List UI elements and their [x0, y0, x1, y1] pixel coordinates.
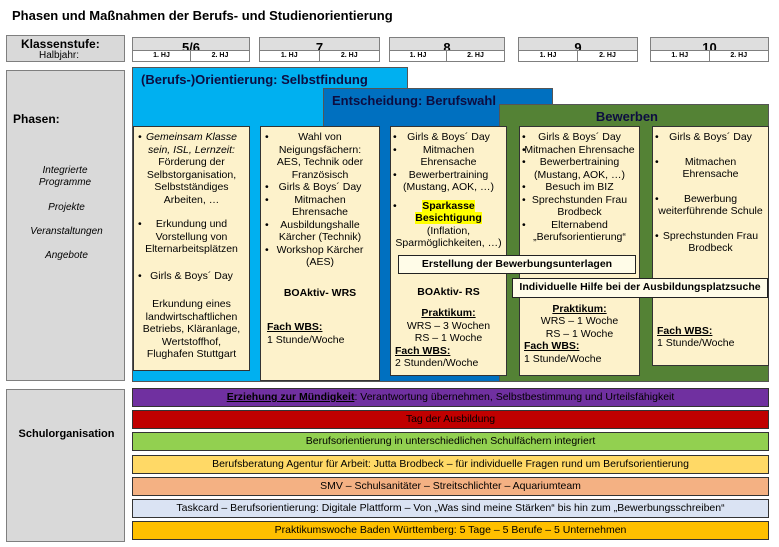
praktikum-rs: RS – 1 Woche — [414, 332, 483, 344]
grade-hj1: 1. HJ — [260, 50, 320, 61]
card-item: Mitmachen Ehrensache — [265, 194, 373, 219]
card-item: Bewerbung weiterführende Schule — [655, 193, 764, 218]
card-item: Girls & Boys´ Day — [138, 270, 243, 283]
praktikum-wrs: WRS – 1 Woche — [540, 315, 619, 327]
phasen-item-integrierte-programme: Integrierte Programme — [38, 165, 92, 188]
fach-wbs-label: Fach WBS: — [524, 340, 580, 352]
card-item: Mitmachen Ehrensache — [393, 144, 502, 169]
card-item: Sprechstunden Frau Brodbeck — [655, 230, 764, 255]
fach-wbs-label: Fach WBS: — [267, 321, 323, 333]
ausbildungsplatzsuche-label: Individuelle Hilfe bei der Ausbildungspl… — [512, 278, 768, 298]
card-item: Erkundung eines landwirtschaftlichen Bet… — [142, 298, 241, 360]
grade-header-10: 10 1. HJ 2. HJ — [650, 37, 769, 62]
phasen-box: Phasen: Integrierte Programme Projekte V… — [6, 70, 125, 381]
bar-taskcard: Taskcard – Berufsorientierung: Digitale … — [132, 499, 769, 518]
bewerbungsunterlagen-label: Erstellung der Bewerbungsunterlagen — [398, 255, 636, 274]
grade-hj2: 2. HJ — [709, 50, 768, 61]
card-item: Gemeinsam Klasse sein, ISL, Lernzeit: — [138, 131, 243, 156]
grade-header-5-6: 5/6 1. HJ 2. HJ — [132, 37, 250, 62]
card-item: Bewerbertraining (Mustang, AOK, …) — [393, 169, 502, 194]
card-item: Wahl von Neigungsfächern: AES, Technik o… — [265, 131, 373, 181]
grade-hj1: 1. HJ — [651, 50, 710, 61]
praktikum-label: Praktikum: — [552, 302, 607, 315]
fach-wbs-value: 1 Stunde/Woche — [267, 333, 345, 346]
card-item: Ausbildungshalle Kärcher (Technik) — [265, 219, 373, 244]
card-item: Girls & Boys´ Day — [265, 181, 373, 194]
grade-header-9: 9 1. HJ 2. HJ — [518, 37, 638, 62]
boaktiv-label: BOAktiv- WRS — [283, 286, 357, 299]
card-item: (Inflation, Sparmöglichkeiten, …) — [395, 224, 502, 250]
card-item: Girls & Boys´ Day — [393, 131, 502, 144]
bar-muendigkeit: Erziehung zur Mündigkeit: Verantwortung … — [132, 388, 769, 407]
fach-wbs-value: 1 Stunde/Woche — [524, 352, 602, 365]
card-item: Sparkasse Besichtigung — [393, 199, 502, 225]
card-item: Girls & Boys´ Day — [655, 131, 764, 144]
bar-muendigkeit-text: : Verantwortung übernehmen, Selbstbestim… — [354, 391, 675, 403]
phasen-item-veranstaltungen: Veranstaltungen — [30, 226, 103, 237]
bar-praktikumswoche: Praktikumswoche Baden Württemberg: 5 Tag… — [132, 521, 769, 540]
card-item: Erkundung und Vorstellung von Elternarbe… — [138, 218, 243, 256]
praktikum-wrs: WRS – 3 Wochen — [406, 319, 491, 332]
card-item: Mitmachen Ehrensache — [655, 156, 764, 181]
bar-schulfaecher: Berufsorientierung in unterschiedlichen … — [132, 432, 769, 451]
page-title: Phasen und Maßnahmen der Berufs- und Stu… — [12, 8, 393, 23]
card-item: Mitmachen Ehrensache — [522, 144, 635, 157]
fach-wbs-value: 1 Stunde/Woche — [657, 337, 735, 349]
grade-hj1: 1. HJ — [519, 50, 578, 61]
card-item: Girls & Boys´ Day — [522, 131, 635, 144]
card-8: Girls & Boys´ Day Mitmachen Ehrensache B… — [390, 126, 507, 376]
card-10: Girls & Boys´ Day Mitmachen Ehrensache B… — [652, 126, 769, 366]
klassenstufe-box: Klassenstufe: Halbjahr: — [6, 35, 125, 62]
phasen-label: Phasen: — [13, 112, 60, 126]
fach-wbs-label: Fach WBS: — [395, 344, 451, 357]
card-7: Wahl von Neigungsfächern: AES, Technik o… — [260, 126, 380, 381]
bar-smv: SMV – Schulsanitäter – Streitschlichter … — [132, 477, 769, 496]
phase-selbstfindung-label: (Berufs-)Orientierung: Selbstfindung — [141, 72, 368, 87]
fach-wbs-label: Fach WBS: — [657, 324, 713, 337]
phasen-item-angebote: Angebote — [45, 250, 88, 261]
bar-muendigkeit-bold: Erziehung zur Mündigkeit — [226, 391, 355, 403]
grade-header-8: 8 1. HJ 2. HJ — [389, 37, 505, 62]
phase-bewerben-label: Bewerben — [595, 109, 658, 124]
card-9: Girls & Boys´ Day Mitmachen Ehrensache B… — [519, 126, 640, 376]
boaktiv-label: BOAktiv- RS — [417, 285, 480, 298]
grade-header-7: 7 1. HJ 2. HJ — [259, 37, 380, 62]
phasen-item-projekte: Projekte — [48, 202, 85, 213]
grade-hj2: 2. HJ — [578, 50, 637, 61]
grade-number: 9 — [574, 40, 582, 55]
card-5-6: Gemeinsam Klasse sein, ISL, Lernzeit: Fö… — [133, 126, 250, 371]
bar-berufsberatung: Berufsberatung Agentur für Arbeit: Jutta… — [132, 455, 769, 474]
phase-berufswahl-label: Entscheidung: Berufswahl — [332, 93, 496, 108]
fach-wbs-value: 2 Stunden/Woche — [395, 357, 479, 369]
card-item: Sprechstunden Frau Brodbeck — [522, 194, 635, 219]
bar-tag-der-ausbildung: Tag der Ausbildung — [132, 410, 769, 429]
grade-hj1: 1. HJ — [390, 50, 447, 61]
sparkasse-highlight: Sparkasse Besichtigung — [415, 199, 482, 224]
grade-number: 7 — [315, 40, 324, 55]
schulorganisation-box: Schulorganisation — [6, 389, 125, 542]
grade-hj2: 2. HJ — [319, 50, 379, 61]
praktikum-label: Praktikum: — [421, 307, 476, 319]
card-item: Bewerbertraining (Mustang, AOK, …) — [522, 156, 635, 181]
schulorganisation-label: Schulorganisation — [18, 428, 115, 440]
grade-number: 8 — [443, 40, 451, 55]
klassenstufe-label: Klassenstufe: — [21, 37, 100, 51]
card-item: Förderung der Selbstorganisation, Selbst… — [146, 156, 237, 206]
halbjahr-label: Halbjahr: — [39, 50, 80, 61]
grade-hj1: 1. HJ — [133, 50, 191, 61]
grade-hj2: 2. HJ — [191, 50, 249, 61]
praktikum-rs: RS – 1 Woche — [545, 327, 614, 340]
grade-hj2: 2. HJ — [447, 50, 504, 61]
card-item: Workshop Kärcher (AES) — [265, 244, 373, 269]
card-item: Besuch im BIZ — [522, 181, 635, 194]
card-item: Elternabend „Berufsorientierung“ — [522, 219, 635, 244]
